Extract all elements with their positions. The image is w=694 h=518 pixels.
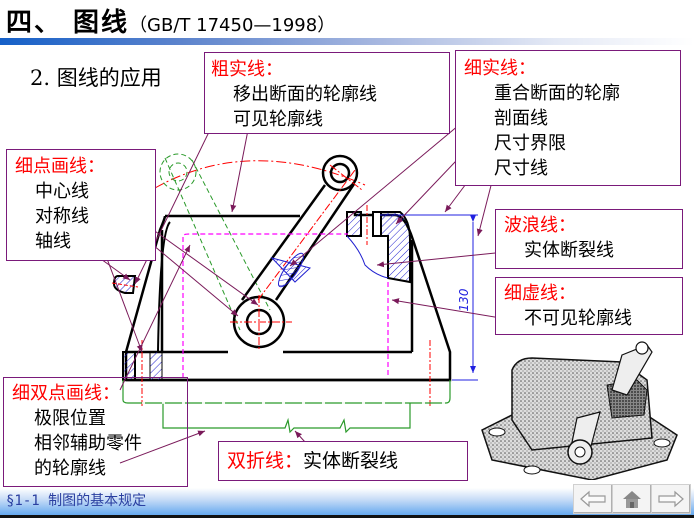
standard-code: （GB/T 17450—1998） [129, 15, 336, 36]
callout-item: 相邻辅助零件 [34, 433, 142, 454]
title-text: 四、 图线 [6, 8, 130, 38]
footer-rule [0, 515, 694, 518]
title-gradient-bar [0, 38, 694, 45]
callout-item: 对称线 [35, 206, 89, 227]
callout-head: 双折线： [227, 450, 304, 472]
callout-wavy: 波浪线： 实体断裂线 [495, 209, 683, 269]
callout-item: 中心线 [35, 181, 89, 202]
next-slide-button[interactable] [651, 484, 691, 514]
callout-thin-dash-dot: 细点画线： 中心线 对称线 轴线 [6, 149, 156, 261]
phantom-link [159, 153, 271, 331]
callout-item: 的轮廓线 [34, 458, 106, 479]
svg-text:130: 130 [457, 288, 471, 311]
callout-item: 重合断面的轮廓 [494, 83, 620, 104]
callout-head: 细点画线： [15, 156, 105, 177]
callout-item: 极限位置 [34, 408, 106, 429]
prev-slide-button[interactable] [573, 484, 613, 514]
callout-double-break: 双折线：实体断裂线 [218, 441, 468, 481]
callout-head: 波浪线： [504, 215, 576, 236]
callout-head: 细双点画线： [12, 383, 120, 404]
right-boss-section [346, 205, 411, 284]
arrow-left-icon [580, 490, 606, 508]
callout-thin-solid: 细实线： 重合断面的轮廓 剖面线 尺寸界限 尺寸线 [455, 50, 681, 186]
home-icon [623, 491, 641, 508]
hidden-lines [182, 233, 389, 378]
callout-head: 细实线： [464, 58, 536, 79]
callout-item: 剖面线 [494, 108, 548, 129]
lever-arm [232, 154, 359, 349]
callout-item: 尺寸线 [494, 158, 548, 179]
callout-item: 不可见轮廓线 [524, 308, 632, 329]
slide-title: 四、 图线（GB/T 17450—1998） [6, 2, 335, 39]
callout-item: 实体断裂线 [524, 240, 614, 261]
callout-item: 尺寸界限 [494, 133, 566, 154]
callout-double-dash-dot: 细双点画线： 极限位置 相邻辅助零件 的轮廓线 [3, 377, 188, 487]
dimension-130: 130 [380, 214, 478, 381]
callout-item: 移出断面的轮廓线 [233, 84, 377, 105]
callout-item: 轴线 [35, 231, 71, 252]
callout-item: 可见轮廓线 [233, 109, 323, 130]
footer-section-label: §1-1 制图的基本规定 [6, 493, 147, 509]
arrow-right-icon [658, 490, 684, 508]
adjacent-part-phantom [122, 380, 451, 434]
callout-thin-dashed: 细虚线： 不可见轮廓线 [495, 277, 683, 335]
callout-head: 粗实线： [211, 59, 283, 80]
callout-item: 实体断裂线 [303, 450, 399, 472]
section-subtitle: 2. 图线的应用 [30, 66, 162, 90]
callout-head: 细虚线： [504, 283, 576, 304]
callout-thick-solid: 粗实线： 移出断面的轮廓线 可见轮廓线 [204, 52, 450, 134]
isometric-illustration [481, 341, 678, 480]
home-button[interactable] [612, 484, 652, 514]
arc-center-line [154, 160, 366, 189]
